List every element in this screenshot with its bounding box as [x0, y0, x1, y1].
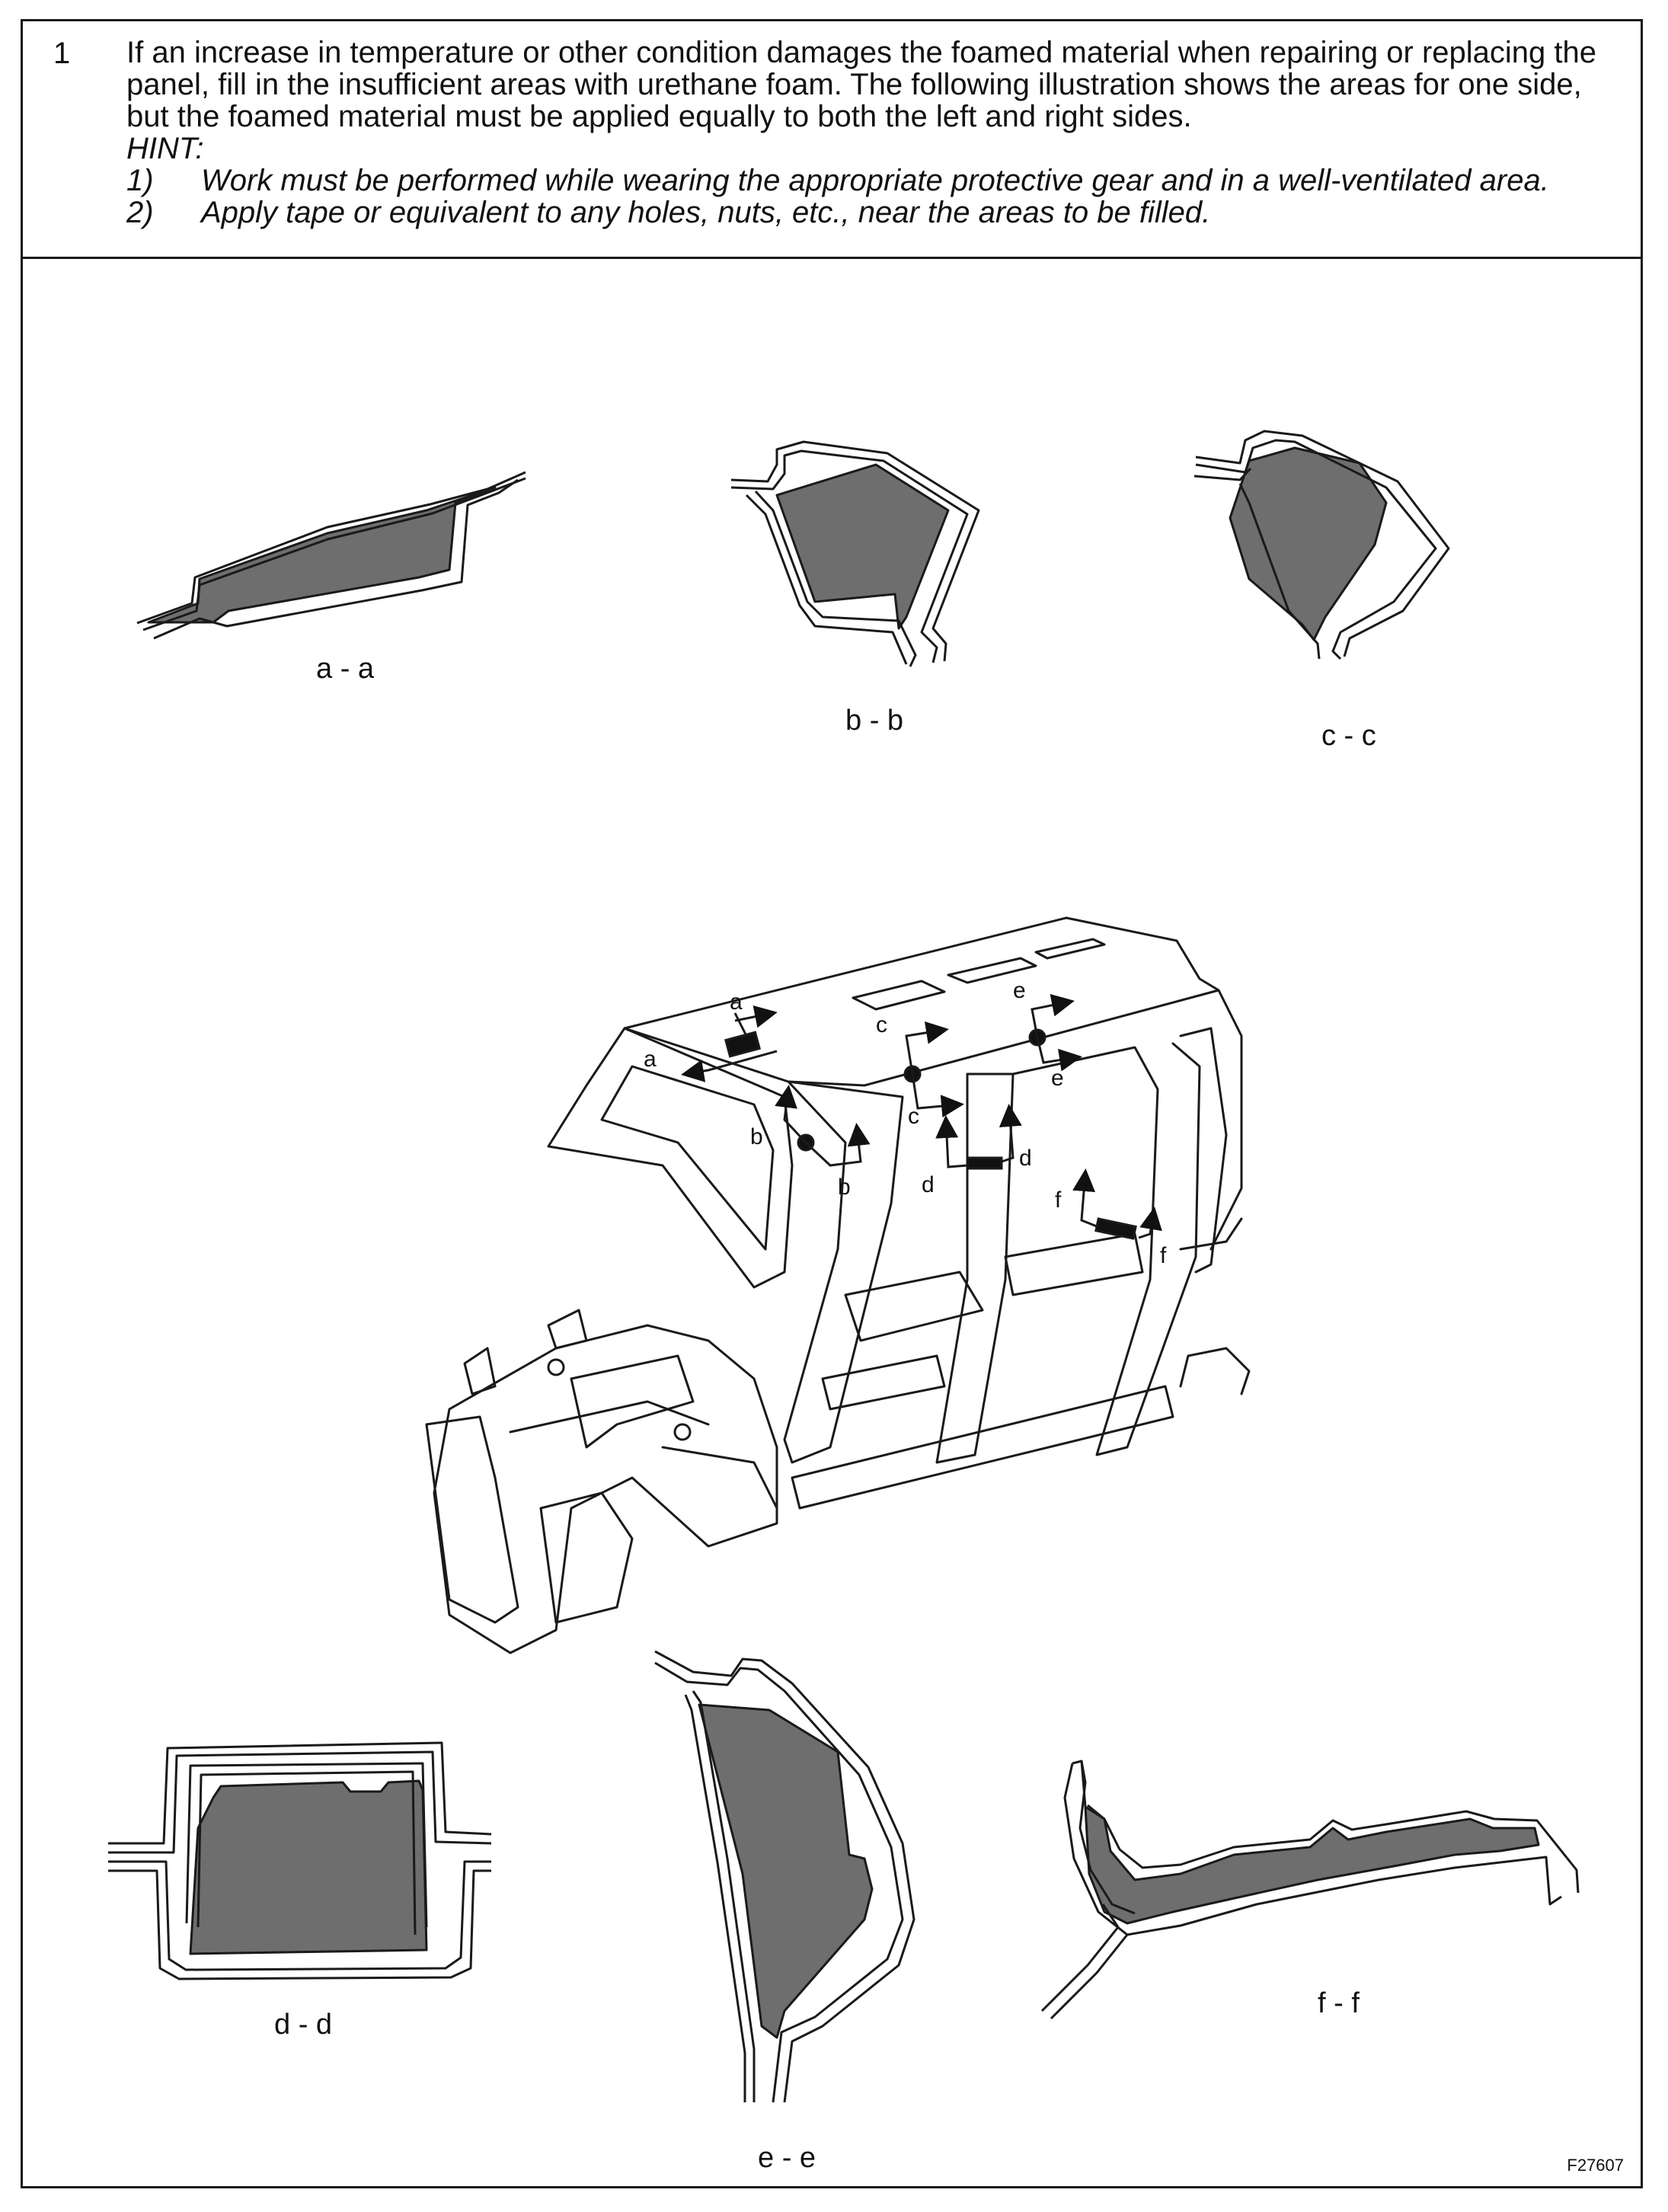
page-frame: 1 If an increase in temperature or other… [21, 19, 1643, 2188]
label-f-f: f - f [1318, 1987, 1360, 2019]
callout-b-left: b [750, 1124, 763, 1149]
marker-d [966, 1156, 1003, 1170]
section-a-a: a - a [136, 471, 526, 685]
callout-e-low: e [1051, 1066, 1064, 1091]
label-d-d: d - d [274, 2009, 332, 2041]
callout-a-left: a [644, 1047, 657, 1072]
callout-f-left: f [1055, 1188, 1062, 1213]
foam-areas-illustration: a - a b - b c - c [23, 259, 1641, 2186]
callout-f-right: f [1160, 1243, 1167, 1268]
marker-a [724, 1031, 762, 1058]
vehicle-body-drawing [425, 916, 1251, 1654]
figure-id: F27607 [1567, 2156, 1624, 2175]
hint-title: HINT: [126, 132, 204, 165]
callout-c-top: c [876, 1012, 887, 1037]
callout-c-low: c [908, 1104, 919, 1129]
illustration-svg: a - a b - b c - c [108, 430, 1580, 2174]
section-d-d: d - d [108, 1741, 492, 2041]
section-callouts: a a b b c c d d [644, 978, 1167, 1268]
hint-item-number: 1) [126, 164, 154, 197]
callout-d-right: d [1019, 1146, 1032, 1171]
label-a-a: a - a [316, 653, 375, 685]
section-c-c: c - c [1193, 430, 1450, 752]
instruction-header: 1 If an increase in temperature or other… [23, 21, 1641, 259]
callout-e-top: e [1013, 978, 1026, 1003]
step-number: 1 [53, 37, 71, 70]
section-b-b: b - b [730, 440, 980, 737]
hint-item-text: Apply tape or equivalent to any holes, n… [201, 196, 1211, 229]
callout-d-left: d [922, 1172, 935, 1197]
section-e-e: e - e [654, 1650, 915, 2174]
callout-b-right: b [838, 1175, 851, 1200]
label-b-b: b - b [845, 705, 903, 737]
callout-a-top: a [730, 989, 743, 1015]
label-e-e: e - e [758, 2142, 816, 2174]
step-instruction: If an increase in temperature or other c… [126, 36, 1596, 133]
label-c-c: c - c [1321, 720, 1376, 752]
hint-item-number: 2) [126, 196, 154, 229]
section-f-f: f - f [1040, 1760, 1580, 2020]
marker-f [1094, 1217, 1137, 1240]
hint-item-text: Work must be performed while wearing the… [201, 164, 1549, 197]
